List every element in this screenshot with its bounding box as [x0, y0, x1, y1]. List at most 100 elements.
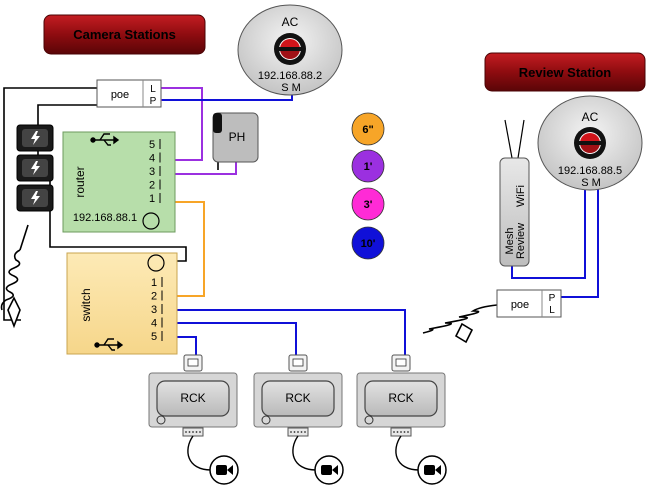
ac-left: AC 192.168.88.2 S M	[237, 4, 343, 96]
switch-label: switch	[79, 288, 93, 321]
poe-right-label: poe	[511, 299, 529, 311]
video-camera-icon	[314, 455, 344, 485]
ethernet-port-icon	[183, 354, 203, 372]
cable-legend-swatch	[351, 226, 385, 260]
serial-connector-icon	[390, 427, 412, 437]
ac-right-logo-icon	[574, 127, 606, 159]
mesh-label-2: Review	[515, 223, 527, 259]
ethernet-port-icon	[391, 354, 411, 372]
wire-power-cord	[19, 224, 29, 251]
camera-stations-banner: Camera Stations	[43, 14, 206, 55]
switch-ports: 1 23 45	[151, 277, 163, 343]
router-ip: 192.168.88.1	[73, 212, 137, 224]
serial-connector-icon	[287, 427, 309, 437]
cable-length-legend: 6" 1' 3' 10'	[351, 112, 385, 260]
cable-legend-item: 10'	[351, 226, 385, 260]
router-label: router	[73, 166, 87, 197]
wire-ph-to-router-3	[165, 162, 237, 175]
rck-power-jack	[156, 415, 166, 425]
ac-right-ip: 192.168.88.5	[558, 165, 622, 177]
rck-label: RCK	[180, 391, 205, 405]
cable-legend-item: 6"	[351, 112, 385, 146]
mesh-review-wifi: Mesh Review WiFi	[499, 119, 530, 267]
mesh-label-3: WiFi	[515, 185, 527, 207]
mesh-label-1: Mesh	[504, 228, 516, 255]
poe-left-port-p: P	[150, 96, 157, 107]
wire-router-1-to-switch-2	[165, 201, 205, 297]
router: router 192.168.88.1	[62, 131, 176, 233]
switch-port-label: 2	[151, 291, 157, 303]
video-camera-icon	[417, 455, 447, 485]
camera-cable	[395, 435, 420, 471]
router-port-label: 5	[149, 139, 155, 151]
rck-unit: RCK	[356, 354, 447, 485]
camera-stations-title: Camera Stations	[73, 27, 176, 42]
rck-label: RCK	[285, 391, 310, 405]
ph-device: PH	[212, 112, 259, 163]
cable-legend-label: 3'	[364, 199, 373, 211]
poe-left: poe L P	[96, 79, 162, 108]
power-cord-coil-left	[0, 249, 21, 311]
ac-left-title: AC	[282, 15, 299, 29]
switch-port-label: 3	[151, 304, 157, 316]
switch-power-jack	[147, 254, 165, 272]
review-station-title: Review Station	[519, 65, 612, 80]
camera-cable	[292, 435, 317, 471]
ac-right-title: AC	[582, 110, 599, 124]
black-wires	[0, 87, 498, 344]
poe-left-port-l: L	[150, 84, 156, 95]
wire-ac-S-to-mesh	[511, 188, 586, 279]
cable-legend-label: 6"	[362, 124, 373, 136]
rck-unit: RCK	[253, 354, 344, 485]
cable-legend-item: 3'	[351, 187, 385, 221]
cable-legend-swatch	[351, 187, 385, 221]
rck-units: RCK RCK RCK	[148, 354, 447, 485]
ph-label: PH	[229, 130, 246, 144]
usb-icon	[90, 133, 120, 146]
cable-legend-swatch	[351, 149, 385, 183]
power-strip	[16, 124, 54, 212]
serial-connector-icon	[182, 427, 204, 437]
poe-right-port-p: P	[549, 293, 556, 304]
wire-switch-4-to-rck2	[165, 322, 297, 355]
camera-cable	[187, 435, 212, 471]
power-plug-right	[454, 322, 474, 344]
poe-right-port-l: L	[549, 305, 555, 316]
ac-left-ports: S M	[281, 82, 301, 94]
rck-unit: RCK	[148, 354, 239, 485]
cable-legend-label: 10'	[361, 238, 376, 250]
antenna-icon	[517, 119, 525, 159]
router-ports: 5 43 21	[149, 139, 161, 205]
power-plug-left	[7, 296, 21, 329]
rck-power-jack	[261, 415, 271, 425]
poe-right: poe P L	[496, 289, 562, 318]
video-camera-icon	[209, 455, 239, 485]
cable-legend-label: 1'	[364, 161, 373, 173]
switch-port-label: 1	[151, 277, 157, 289]
switch-port-label: 5	[151, 331, 157, 343]
router-port-label: 2	[149, 180, 155, 192]
cable-legend-swatch	[351, 112, 385, 146]
lightning-icon	[31, 131, 40, 205]
router-port-label: 1	[149, 193, 155, 205]
usb-icon	[94, 338, 124, 351]
power-cord-coil-right	[422, 304, 498, 334]
antenna-icon	[504, 119, 513, 159]
ac-left-logo-icon	[274, 33, 306, 65]
review-station-banner: Review Station	[484, 52, 646, 92]
poe-left-label: poe	[111, 89, 129, 101]
ac-right-ports: S M	[581, 177, 601, 189]
router-port-label: 4	[149, 153, 155, 165]
router-power-jack	[142, 212, 160, 230]
router-port-label: 3	[149, 166, 155, 178]
wire-switch-3-to-rck3	[165, 309, 406, 355]
orange-wires	[165, 201, 205, 297]
ac-left-ip: 192.168.88.2	[258, 70, 322, 82]
rck-label: RCK	[388, 391, 413, 405]
switch-port-label: 4	[151, 318, 157, 330]
cable-legend-item: 1'	[351, 149, 385, 183]
wire-poe-L-to-router-4	[160, 87, 203, 161]
ethernet-port-icon	[288, 354, 308, 372]
switch: switch	[66, 252, 178, 355]
